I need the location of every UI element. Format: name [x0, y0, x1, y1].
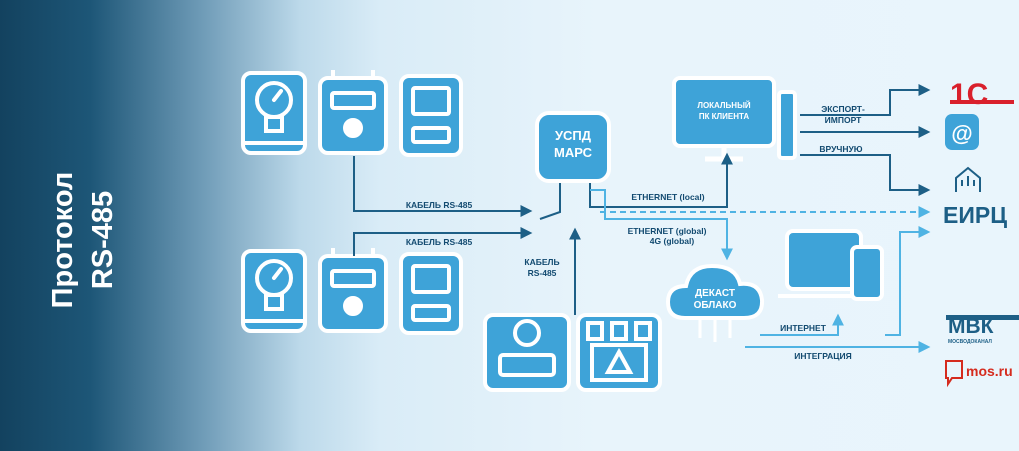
label-ethernet-global-1: ETHERNET (global) — [628, 226, 707, 236]
label-ethernet-local: ETHERNET (local) — [631, 192, 704, 202]
bottom-gauge-icon — [241, 249, 307, 333]
label-ethernet-global-2: 4G (global) — [650, 236, 695, 246]
label-manual: ВРУЧНУЮ — [819, 144, 862, 154]
label-integration: ИНТЕГРАЦИЯ — [794, 351, 851, 361]
top-gauge-icon — [241, 71, 307, 155]
bottom-electric-meter-icon — [399, 252, 463, 335]
label-cable-top: КАБЕЛЬ RS-485 — [406, 200, 473, 210]
logo-1c: 1С — [950, 78, 1014, 111]
mail-icon: @ — [945, 114, 979, 150]
protocol-title-line2: RS-485 — [87, 191, 119, 289]
logo-mvk-text: МВК — [948, 315, 994, 338]
logo-mosru: mos.ru — [945, 360, 1013, 388]
logo-eirc: ЕИРЦ — [943, 166, 1007, 228]
label-cable-vertical-2: RS-485 — [528, 268, 557, 278]
logo-mosru-text: mos.ru — [966, 363, 1013, 379]
pc-label-line1: ЛОКАЛЬНЫЙ — [697, 101, 751, 110]
phone-icon — [850, 245, 884, 301]
hub-label-line1: УСПД — [555, 128, 592, 143]
label-export-2: ИМПОРТ — [825, 115, 862, 125]
cloud-icon: ДЕКАСТ ОБЛАКО — [665, 263, 765, 342]
flow-meter-icon — [483, 313, 571, 392]
hub-uspd-mars: УСПД МАРС — [535, 111, 611, 183]
pc-label-line2: ПК КЛИЕНТА — [699, 112, 750, 121]
logo-1c-text: 1С — [950, 78, 988, 111]
protocol-title-line1: Протокол — [47, 172, 79, 309]
mail-icon-symbol: @ — [951, 121, 972, 146]
top-electric-meter-icon — [399, 74, 463, 157]
computer-icon: ЛОКАЛЬНЫЙ ПК КЛИЕНТА — [672, 76, 797, 162]
logo-mvk-subtitle: МОСВОДОКАНАЛ — [948, 339, 992, 345]
hub-label-line2: МАРС — [554, 145, 593, 160]
label-export-1: ЭКСПОРТ- — [821, 104, 865, 114]
label-internet: ИНТЕРНЕТ — [780, 323, 827, 333]
logo-mvk: МВК МОСВОДОКАНАЛ — [946, 315, 1019, 345]
cloud-label-line1: ДЕКАСТ — [695, 288, 735, 299]
transformer-icon — [576, 313, 662, 392]
label-cable-bottom: КАБЕЛЬ RS-485 — [406, 237, 473, 247]
cloud-label-line2: ОБЛАКО — [694, 300, 737, 311]
top-gas-meter-icon — [318, 70, 388, 155]
label-cable-vertical-1: КАБЕЛЬ — [524, 257, 559, 267]
house-icon — [955, 166, 981, 192]
protocol-title: Протокол RS-485 — [10, 120, 130, 360]
logo-eirc-text: ЕИРЦ — [943, 202, 1007, 228]
bottom-gas-meter-icon — [318, 248, 388, 333]
